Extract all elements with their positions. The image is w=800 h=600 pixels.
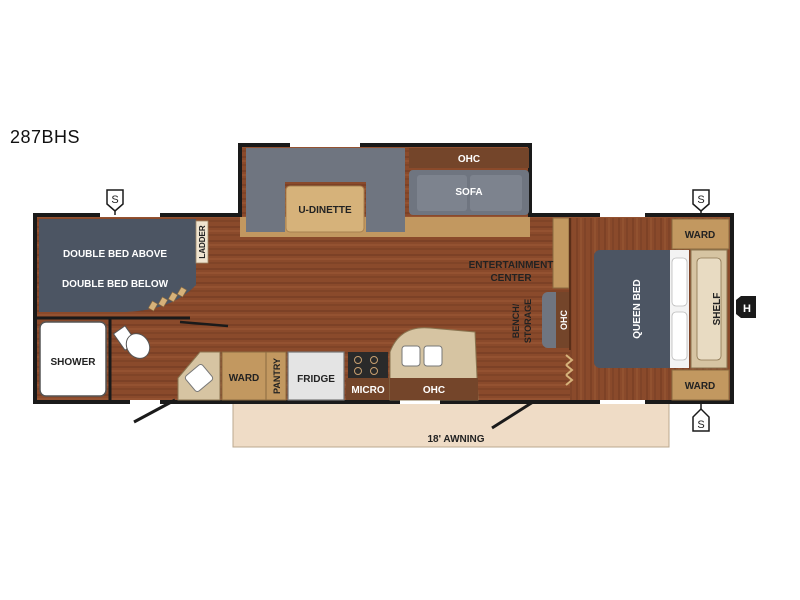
stabilizer-label: S xyxy=(697,419,704,431)
u-dinette-label: U-DINETTE xyxy=(298,205,352,216)
awning xyxy=(232,401,670,448)
sofa-label: SOFA xyxy=(455,187,482,198)
ohc-bar-slide xyxy=(409,148,529,168)
awning-label: 18' AWNING xyxy=(427,434,484,445)
outer-wall xyxy=(33,213,734,404)
u-dinette xyxy=(246,148,405,232)
entertainment-center xyxy=(552,217,570,289)
shelf-label: SHELF xyxy=(712,293,723,326)
double-bed-below-label: DOUBLE BED BELOW xyxy=(62,279,169,290)
ladder-label: LADDER xyxy=(198,225,207,259)
bench-storage-label-1: BENCH/ xyxy=(511,303,521,338)
fridge xyxy=(287,351,345,401)
ward-front-bottom-label: WARD xyxy=(685,381,716,392)
stabilizer-front-top: S xyxy=(692,189,710,215)
microwave xyxy=(346,378,390,400)
entertainment-center-label-2: CENTER xyxy=(490,273,532,284)
pantry xyxy=(265,351,287,401)
ohc-bar-kitchen xyxy=(390,378,478,400)
bedroom-door-steps xyxy=(565,354,574,386)
stabilizer-rear-top: S xyxy=(106,189,124,215)
stove xyxy=(348,352,388,378)
ohc-bench-label: OHC xyxy=(559,310,569,331)
ward-front-top xyxy=(671,218,730,250)
ohc-bar-bench xyxy=(556,292,570,348)
shower-label: SHOWER xyxy=(51,357,97,368)
model-name: 287BHS xyxy=(10,127,81,147)
queen-bed xyxy=(594,250,689,368)
fridge-label: FRIDGE xyxy=(297,374,335,385)
kitchen-sink xyxy=(401,345,443,367)
bunk-steps xyxy=(147,286,188,312)
double-bed-above-label: DOUBLE BED ABOVE xyxy=(63,249,167,260)
ohc-kitchen-label: OHC xyxy=(423,385,445,396)
bench-storage-label-2: STORAGE xyxy=(523,299,533,343)
queen-bed-label: QUEEN BED xyxy=(632,279,643,338)
hitch-label: H xyxy=(743,303,751,315)
entertainment-center-label-1: ENTERTAINMENT xyxy=(469,260,554,271)
ward-rear-label: WARD xyxy=(229,373,260,384)
slide-out-wall xyxy=(238,143,532,217)
pantry-label: PANTRY xyxy=(272,358,282,394)
stabilizer-front-bottom: S xyxy=(692,402,710,432)
ohc-slide-label: OHC xyxy=(458,154,480,165)
stabilizer-label: S xyxy=(111,194,118,206)
bunk-bed xyxy=(39,219,196,312)
ladder xyxy=(195,220,209,264)
shower xyxy=(39,321,107,397)
hitch-marker: H xyxy=(736,296,756,318)
ward-front-top-label: WARD xyxy=(685,230,716,241)
toilet xyxy=(112,325,151,359)
dinette-table xyxy=(285,185,365,233)
micro-label: MICRO xyxy=(351,385,385,396)
stabilizer-label: S xyxy=(697,194,704,206)
ward-front-bottom xyxy=(671,369,730,401)
